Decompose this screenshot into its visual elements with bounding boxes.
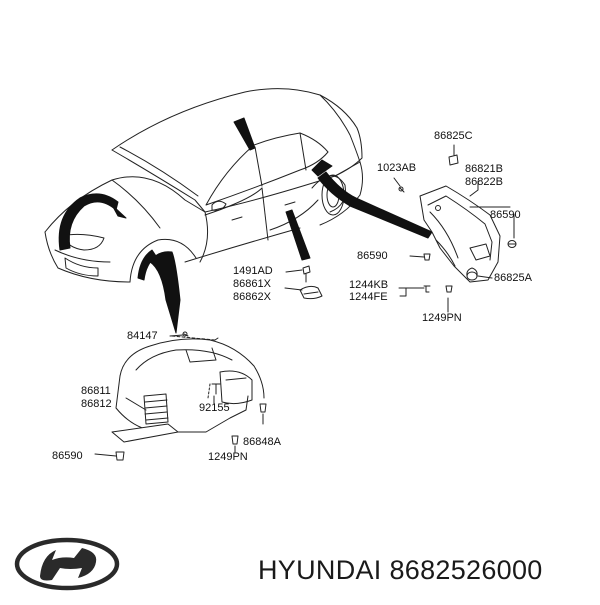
leader-lines: [94, 144, 515, 457]
callout-1249PN-bottom: 1249PN: [208, 451, 248, 463]
callout-92155: 92155: [199, 402, 230, 414]
callout-86822B: 86822B: [465, 176, 503, 188]
hyundai-logo-icon: [14, 537, 120, 591]
callout-86848A: 86848A: [243, 436, 281, 448]
callout-86590-right: 86590: [490, 209, 521, 221]
brand-name: HYUNDAI: [258, 555, 382, 585]
callout-86812: 86812: [81, 398, 112, 410]
part-number: 8682526000: [389, 555, 543, 585]
callout-1023AB: 1023AB: [377, 162, 417, 174]
callout-86590-middle: 86590: [357, 250, 388, 262]
rear-wheel-liner: [398, 154, 517, 293]
callout-86811: 86811: [81, 385, 111, 397]
callout-86825A: 86825A: [494, 272, 532, 284]
callout-1491AD: 1491AD: [233, 265, 273, 277]
leader-wedges: [58, 117, 433, 334]
callout-1249PN-right: 1249PN: [422, 312, 462, 324]
liner-vent: [143, 393, 169, 425]
callout-1244KB: 1244KB: [349, 279, 389, 291]
footer-caption: HYUNDAI 8682526000: [258, 555, 543, 586]
callout-86825C: 86825C: [434, 130, 473, 142]
car-outline: [44, 88, 363, 283]
callout-86861X: 86861X: [233, 278, 271, 290]
door-bracket: [299, 265, 323, 300]
callout-1244FE: 1244FE: [349, 291, 388, 303]
callout-86590-bottom: 86590: [52, 450, 83, 462]
callout-84147: 84147: [127, 330, 158, 342]
callout-86862X: 86862X: [233, 291, 271, 303]
callout-86821B: 86821B: [465, 163, 503, 175]
front-wheel-liner: [111, 331, 267, 461]
